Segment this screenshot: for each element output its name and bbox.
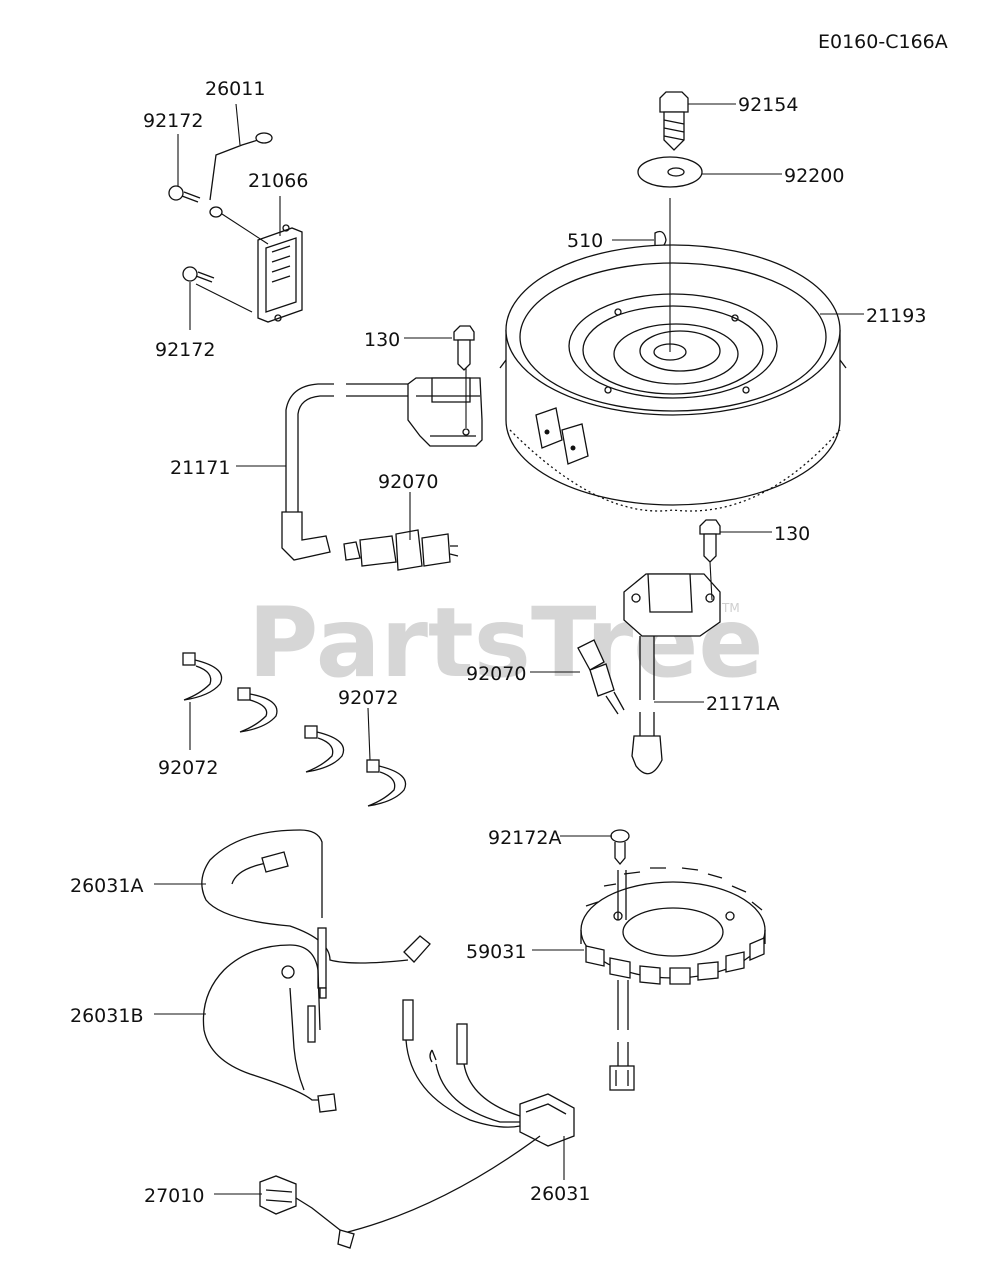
part-spark-plug-92070-lower[interactable] xyxy=(577,639,625,715)
part-lead-26011[interactable] xyxy=(209,132,273,218)
callout-92070-upper: 92070 xyxy=(378,471,438,493)
callout-510: 510 xyxy=(567,230,603,252)
part-washer-92200[interactable] xyxy=(637,156,703,188)
callout-92072-left: 92072 xyxy=(158,757,218,779)
callout-92072-right: 92072 xyxy=(338,687,398,709)
part-spark-plug-92070-upper[interactable] xyxy=(343,529,459,571)
part-ignition-coil-21171A[interactable] xyxy=(623,573,721,775)
callout-130-upper: 130 xyxy=(364,329,400,351)
callout-26011: 26011 xyxy=(205,78,265,100)
callout-labels: 92154 92200 510 21193 26011 92172 21066 … xyxy=(70,78,926,1207)
part-bolt-130-upper[interactable] xyxy=(453,325,475,371)
diagram-code: E0160-C166A xyxy=(818,31,948,53)
leader-lines xyxy=(154,103,864,1195)
part-screw-92172A[interactable] xyxy=(610,829,630,866)
part-harness-26031A[interactable] xyxy=(201,829,431,999)
callout-59031: 59031 xyxy=(466,941,526,963)
callout-92172A: 92172A xyxy=(488,827,561,849)
part-bolt-92154[interactable] xyxy=(659,91,689,151)
callout-27010: 27010 xyxy=(144,1185,204,1207)
callout-21171A: 21171A xyxy=(706,693,779,715)
part-ignition-coil-21171[interactable] xyxy=(281,377,483,561)
callout-92172-upper: 92172 xyxy=(143,110,203,132)
callout-92070-lower: 92070 xyxy=(466,663,526,685)
callout-21171: 21171 xyxy=(170,457,230,479)
callout-26031B: 26031B xyxy=(70,1005,143,1027)
part-clamp-92072-group-right[interactable] xyxy=(304,725,407,807)
part-harness-26031[interactable] xyxy=(337,999,575,1249)
watermark-tm: TM xyxy=(721,601,740,615)
callout-130-lower: 130 xyxy=(774,523,810,545)
callout-21066: 21066 xyxy=(248,170,308,192)
part-switch-27010[interactable] xyxy=(259,1175,341,1231)
part-harness-26031B[interactable] xyxy=(202,944,337,1113)
part-clamp-92072-group-left[interactable] xyxy=(182,652,278,733)
part-bolt-130-lower[interactable] xyxy=(699,519,721,563)
callout-92172-lower: 92172 xyxy=(155,339,215,361)
callout-21193: 21193 xyxy=(866,305,926,327)
callout-92154: 92154 xyxy=(738,94,798,116)
part-screw-92172-upper[interactable] xyxy=(168,185,201,203)
part-flywheel-21193[interactable] xyxy=(499,244,847,512)
part-screw-92172-lower[interactable] xyxy=(182,266,215,283)
part-module-21066[interactable] xyxy=(257,224,303,323)
part-stator-59031[interactable] xyxy=(580,867,766,1091)
callout-26031A: 26031A xyxy=(70,875,143,897)
callout-26031: 26031 xyxy=(530,1183,590,1205)
callout-92200: 92200 xyxy=(784,165,844,187)
